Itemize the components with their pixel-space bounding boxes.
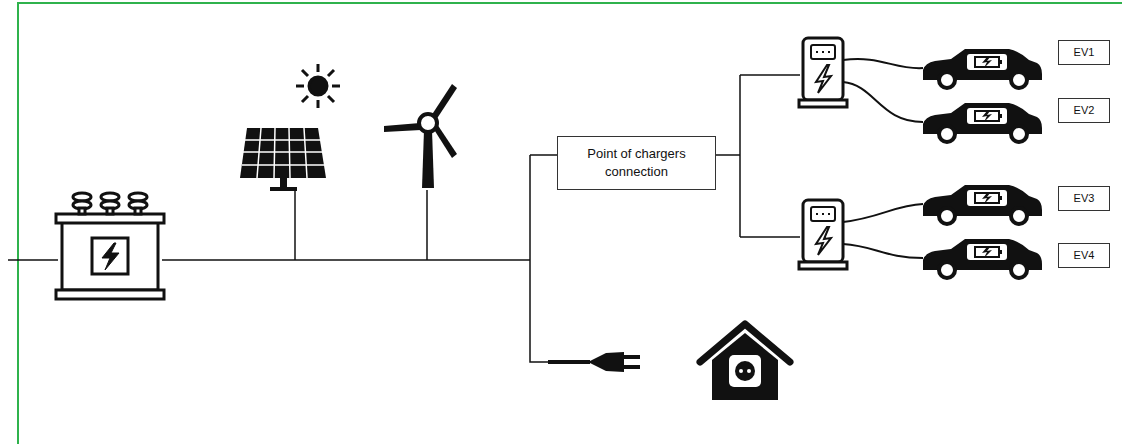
ev-label-box: EV1: [1058, 40, 1110, 65]
node-label: EV2: [1068, 103, 1101, 118]
transformer-symbol: [56, 193, 164, 299]
connection-box: Point of chargers connection: [557, 136, 716, 190]
charging-cables: [843, 59, 923, 258]
charger-symbol: [799, 200, 847, 269]
ev-car: [923, 49, 1042, 88]
ev-car: [923, 103, 1042, 142]
wind-turbine: [384, 84, 457, 188]
ev-car: [923, 185, 1042, 224]
node-label: EV4: [1068, 248, 1101, 263]
ev-label-box: EV2: [1058, 98, 1110, 123]
solar-panel: [240, 128, 326, 191]
wires: [8, 75, 800, 362]
plug-symbol: [548, 352, 640, 372]
node-label: EV3: [1068, 191, 1101, 206]
charger-symbol: [799, 38, 847, 107]
ev-label-box: EV3: [1058, 186, 1110, 211]
node-label: EV1: [1068, 45, 1101, 60]
ev-car: [923, 239, 1042, 278]
house-symbol: [700, 324, 790, 400]
frame-line: [18, 3, 1122, 444]
ev-label-box: EV4: [1058, 243, 1110, 268]
sun-symbol: [296, 64, 340, 108]
node-label: Point of chargers connection: [558, 145, 715, 180]
